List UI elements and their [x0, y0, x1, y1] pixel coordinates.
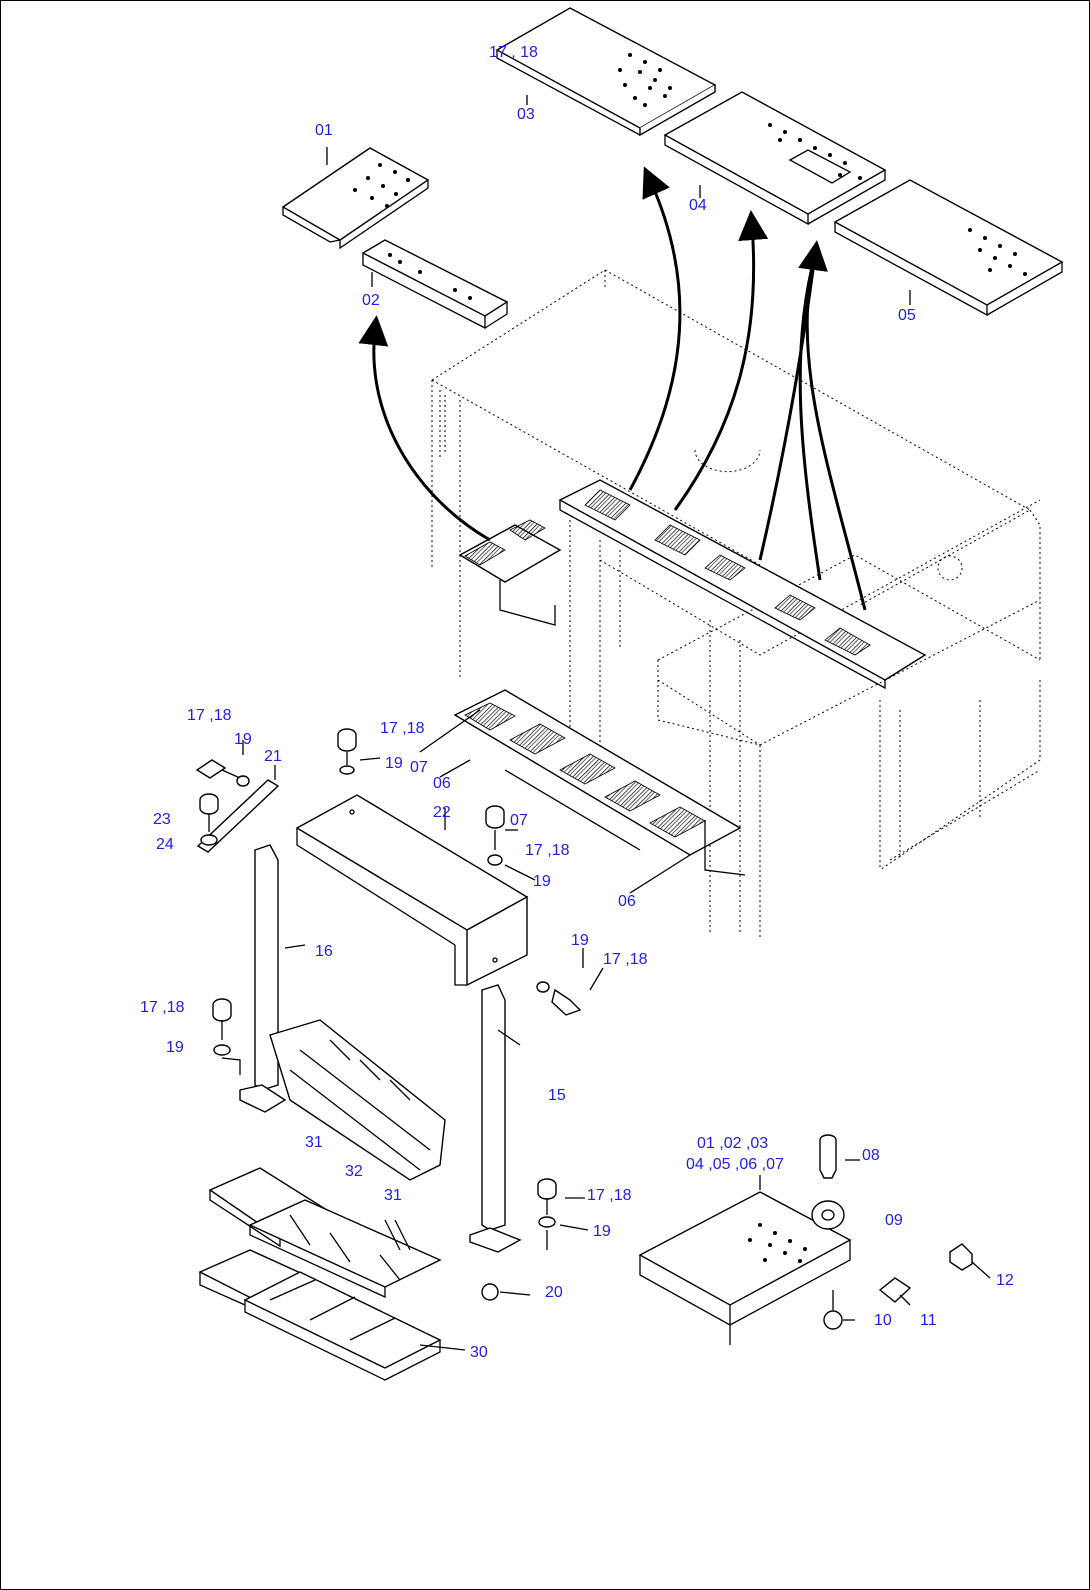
- callout-04: 04: [689, 197, 707, 214]
- callout-24: 24: [156, 836, 174, 853]
- callout-08: 08: [862, 1147, 880, 1164]
- callout-17-18-f: 17 ,18: [587, 1187, 632, 1204]
- bolt-17-mid: [337, 728, 357, 775]
- detail-washer-09: [811, 1200, 845, 1230]
- tray-30: [198, 1249, 466, 1381]
- callout-19-d: 19: [571, 932, 589, 949]
- step-tray-22: [295, 794, 529, 987]
- callout-21: 21: [264, 748, 282, 765]
- callout-30: 30: [470, 1344, 488, 1361]
- bolt-17-left: [195, 759, 250, 787]
- detail-step-panel: [638, 1191, 852, 1345]
- detail-bolt-08: [819, 1134, 837, 1179]
- callout-03: 03: [517, 106, 535, 123]
- mounted-steps-lower: [453, 689, 746, 876]
- callout-32: 32: [345, 1163, 363, 1180]
- bracket-16: [239, 844, 306, 1113]
- callout-17-18-top: 17 , 18: [489, 44, 538, 61]
- callout-02: 02: [362, 292, 380, 309]
- bolt-left-lower: [212, 998, 232, 1056]
- leader-lines: [221, 95, 991, 1321]
- callout-19-c: 19: [533, 873, 551, 890]
- callout-19-f: 19: [593, 1223, 611, 1240]
- callout-15: 15: [548, 1087, 566, 1104]
- callout-01-02-03: 01 ,02 ,03: [697, 1135, 768, 1152]
- callout-07-a: 07: [410, 759, 428, 776]
- mounted-steps-upper: [558, 479, 927, 690]
- bracket-15: [469, 984, 522, 1253]
- callout-19-e: 19: [166, 1039, 184, 1056]
- mounted-steps-left: [458, 519, 562, 626]
- step-panel-05: [833, 179, 1064, 317]
- valve-block: [269, 1019, 446, 1181]
- callout-17-18-e: 17 ,18: [140, 999, 185, 1016]
- bolt-lower-right: [537, 1178, 557, 1228]
- callout-05: 05: [898, 307, 916, 324]
- bolt-right-mid: [536, 981, 582, 1016]
- callout-19-a: 19: [234, 731, 252, 748]
- callout-07-b: 07: [510, 812, 528, 829]
- step-panel-04: [663, 91, 887, 226]
- detail-clip-11: [878, 1277, 912, 1303]
- callout-12: 12: [996, 1272, 1014, 1289]
- detail-clip-12: [949, 1243, 973, 1271]
- callout-20: 20: [545, 1284, 563, 1301]
- removal-arrows: [358, 166, 867, 611]
- callout-16: 16: [315, 943, 333, 960]
- callout-17-18-left: 17 ,18: [187, 707, 232, 724]
- cover-plates-31-32: [208, 1167, 442, 1299]
- callout-06-b: 06: [618, 893, 636, 910]
- bracket-21: [196, 779, 280, 853]
- detail-nut-10: [823, 1290, 843, 1330]
- callout-19-b: 19: [385, 755, 403, 772]
- step-panel-01: [281, 147, 430, 250]
- bolt-23: [199, 793, 219, 846]
- callout-17-18-mid: 17 ,18: [380, 720, 425, 737]
- callout-22: 22: [433, 804, 451, 821]
- callout-01: 01: [315, 122, 333, 139]
- callout-10: 10: [874, 1312, 892, 1329]
- machine-outline: [431, 269, 1041, 940]
- callout-06-a: 06: [433, 775, 451, 792]
- callout-17-18-d: 17 ,18: [603, 951, 648, 968]
- callout-09: 09: [885, 1212, 903, 1229]
- callout-31-b: 31: [384, 1187, 402, 1204]
- callout-23: 23: [153, 811, 171, 828]
- callout-labels: 17 , 18 03 01 04 02 05 17 ,18 19 21 17 ,…: [140, 44, 1014, 1361]
- nut-20: [481, 1283, 499, 1301]
- callout-11: 11: [920, 1312, 937, 1329]
- callout-04-05-06-07: 04 ,05 ,06 ,07: [686, 1156, 784, 1173]
- step-panel-03: [495, 7, 717, 137]
- callout-31-a: 31: [305, 1134, 323, 1151]
- bolt-07: [485, 805, 505, 866]
- step-panel-02: [361, 239, 509, 330]
- callout-17-18-c: 17 ,18: [525, 842, 570, 859]
